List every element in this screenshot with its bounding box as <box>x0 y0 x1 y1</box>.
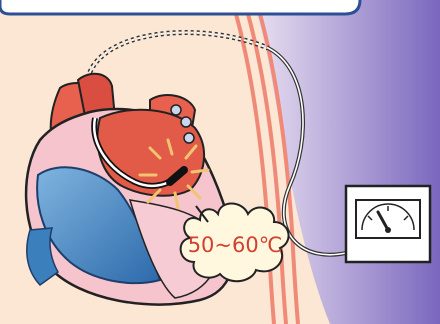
temperature-label: 50~60℃ <box>188 233 283 257</box>
gauge-meter-icon <box>346 186 430 262</box>
top-banner-edge <box>0 0 360 14</box>
